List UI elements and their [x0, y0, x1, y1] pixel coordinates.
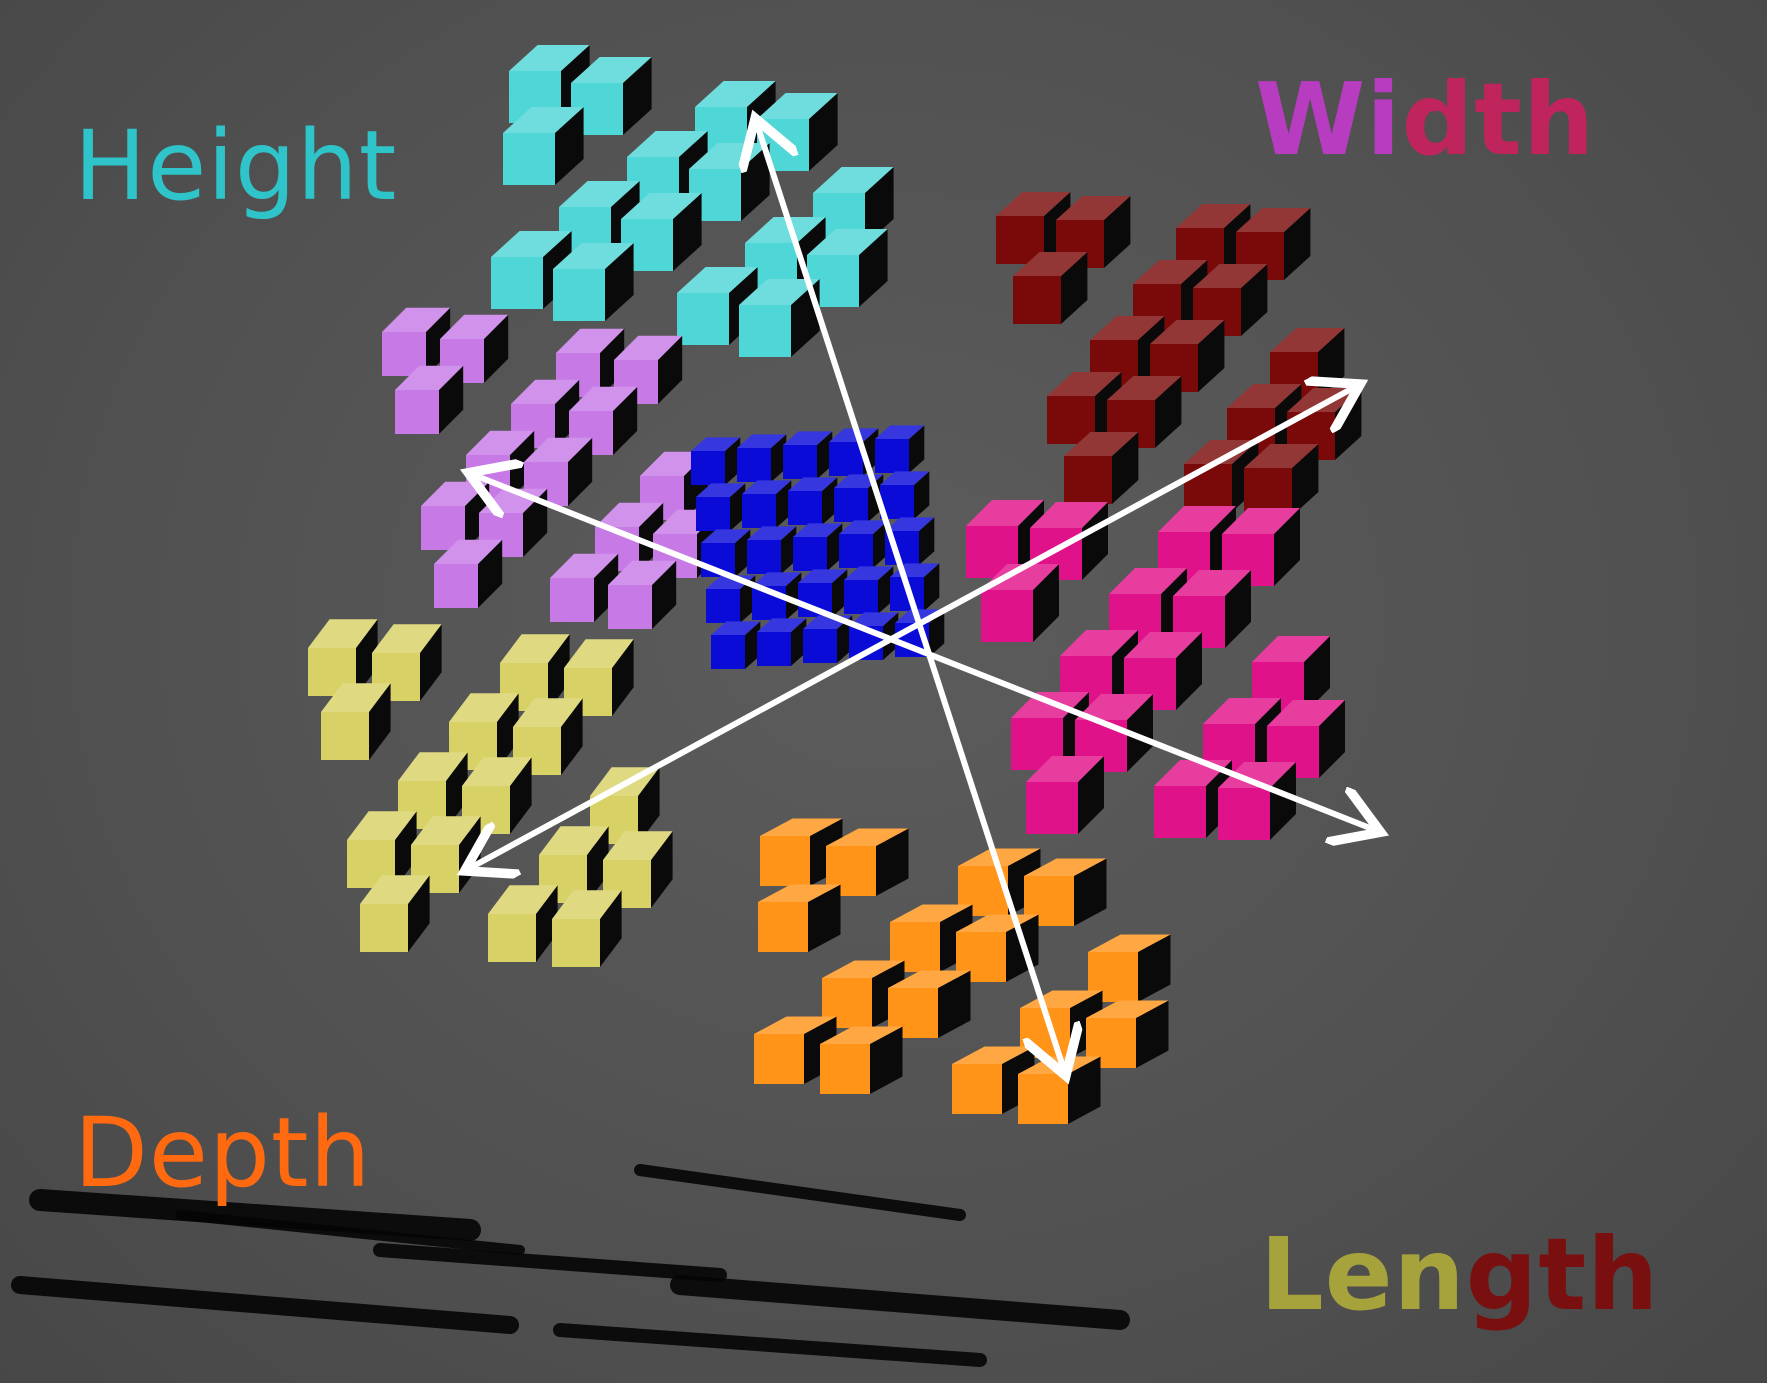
- cluster-upper-right: [996, 192, 1361, 516]
- cube-front-face: [737, 448, 771, 482]
- cluster-center-cube-5: [696, 483, 745, 531]
- cluster-center-cube-9: [880, 471, 929, 519]
- cluster-center-cube-7: [788, 477, 837, 525]
- cluster-upper-left-cube-4: [395, 366, 463, 434]
- cluster-center-cube-1: [737, 434, 786, 482]
- cluster-upper-left-cube-16: [608, 561, 676, 629]
- cube-front-face: [803, 629, 837, 663]
- cluster-upper-left-cube-0: [382, 308, 450, 376]
- cluster-center-cube-21: [757, 618, 806, 666]
- label-height: Height: [74, 118, 397, 214]
- cluster-lower-right: [966, 500, 1345, 840]
- cube-front-face: [875, 439, 909, 473]
- label-width-part-1: Wi: [1255, 61, 1402, 178]
- cube-front-face: [711, 635, 745, 669]
- floor-shadow-2: [380, 1250, 720, 1275]
- cube-front-face: [788, 491, 822, 525]
- cube-front-face: [1013, 276, 1061, 324]
- cluster-center-cube-20: [711, 621, 760, 669]
- cube-front-face: [1064, 456, 1112, 504]
- cube-front-face: [434, 564, 478, 608]
- cube-front-face: [1154, 786, 1206, 838]
- floor-shadow-1: [20, 1285, 510, 1325]
- floor-shadow-5: [560, 1330, 980, 1360]
- cube-front-face: [839, 534, 873, 568]
- cluster-center-cube-18: [844, 566, 893, 614]
- cube-front-face: [677, 293, 729, 345]
- cube-front-face: [395, 390, 439, 434]
- label-width: Width: [1255, 70, 1595, 170]
- cube-front-face: [757, 632, 791, 666]
- cluster-center-cube-2: [783, 431, 832, 479]
- floor-shadow-3: [640, 1170, 960, 1215]
- cluster-center-cube-0: [691, 437, 740, 485]
- cluster-upper-left-cube-15: [550, 554, 618, 622]
- cube-front-face: [706, 589, 740, 623]
- cube-front-face: [952, 1064, 1002, 1114]
- cluster-center-cube-12: [793, 523, 842, 571]
- label-length-part-2: gth: [1466, 1216, 1660, 1333]
- cluster-upper-left-cube-10: [421, 482, 489, 550]
- cube-front-face: [1218, 788, 1270, 840]
- cube-front-face: [491, 257, 543, 309]
- cluster-center-cube-4: [875, 425, 924, 473]
- cube-front-face: [488, 914, 536, 962]
- cube-front-face: [321, 712, 369, 760]
- cube-front-face: [691, 451, 725, 485]
- cube-clusters: [308, 45, 1361, 1124]
- cluster-lower-left-cube-15: [488, 885, 558, 962]
- label-length: Length: [1260, 1225, 1659, 1325]
- cube-front-face: [360, 904, 408, 952]
- cube-front-face: [552, 919, 600, 967]
- cluster-upper-left-cube-14: [434, 540, 502, 608]
- cube-front-face: [829, 442, 863, 476]
- cluster-upper-left: [382, 308, 721, 629]
- floor-shadow-4: [680, 1285, 1120, 1320]
- cluster-center-cube-13: [839, 520, 888, 568]
- cube-front-face: [1026, 782, 1078, 834]
- cube-front-face: [783, 445, 817, 479]
- cube-front-face: [844, 580, 878, 614]
- label-width-part-2: dth: [1402, 61, 1596, 178]
- cube-front-face: [739, 305, 791, 357]
- cube-front-face: [696, 497, 730, 531]
- cube-front-face: [981, 590, 1033, 642]
- label-depth-text: Depth: [74, 1097, 371, 1209]
- cluster-down: [754, 819, 1171, 1125]
- cluster-lower-left: [308, 619, 673, 967]
- label-length-part-1: Len: [1260, 1216, 1466, 1333]
- cluster-up: [491, 45, 894, 357]
- cube-front-face: [834, 488, 868, 522]
- cube-front-face: [754, 1034, 804, 1084]
- cube-front-face: [742, 494, 776, 528]
- cluster-down-cube-4: [758, 885, 841, 953]
- cube-front-face: [820, 1044, 870, 1094]
- cube-front-face: [760, 836, 810, 886]
- cube-front-face: [550, 578, 594, 622]
- cube-front-face: [793, 537, 827, 571]
- label-height-text: Height: [74, 110, 397, 222]
- cube-front-face: [758, 902, 808, 952]
- cube-front-face: [1018, 1074, 1068, 1124]
- label-depth: Depth: [74, 1105, 371, 1201]
- cube-front-face: [1184, 464, 1232, 512]
- cube-front-face: [608, 585, 652, 629]
- cluster-center-cube-11: [747, 526, 796, 574]
- cluster-center-cube-6: [742, 480, 791, 528]
- cube-front-face: [503, 133, 555, 185]
- cube-front-face: [747, 540, 781, 574]
- cube-front-face: [553, 269, 605, 321]
